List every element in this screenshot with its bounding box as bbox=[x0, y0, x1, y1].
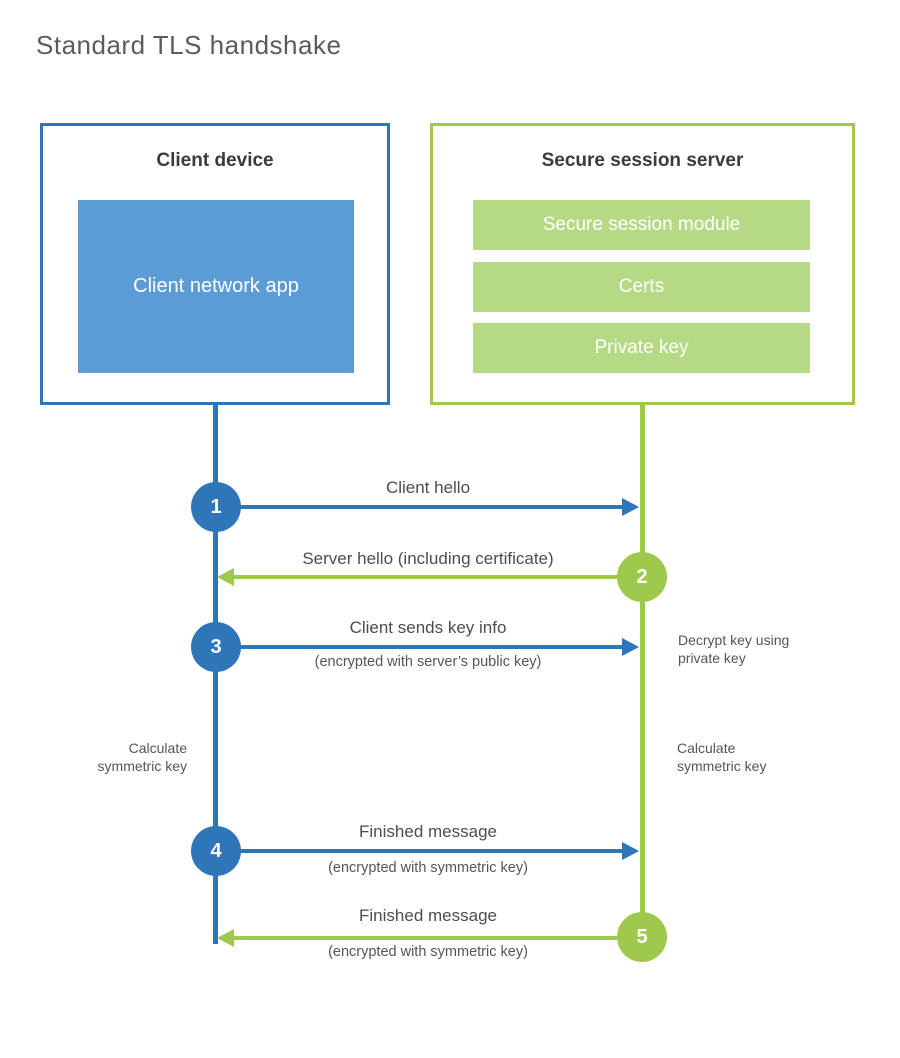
client-lifeline bbox=[213, 404, 218, 944]
server-module-secure-session: Secure session module bbox=[473, 200, 810, 250]
message-2-arrow-line bbox=[231, 575, 642, 579]
note-calculate-symmetric-key-client: Calculate symmetric key bbox=[97, 740, 187, 774]
message-3-arrow-line bbox=[216, 645, 622, 649]
message-5-label: Finished message bbox=[359, 906, 497, 925]
note-decrypt-key: Decrypt key using private key bbox=[678, 632, 790, 666]
message-1-arrow-line bbox=[216, 505, 622, 509]
step-5-badge: 5 bbox=[617, 912, 667, 962]
page-title: Standard TLS handshake bbox=[36, 30, 342, 60]
arrow-left-icon bbox=[217, 929, 234, 947]
client-network-app-box: Client network app bbox=[78, 200, 354, 373]
message-3-label: Client sends key info bbox=[349, 618, 507, 637]
server-title: Secure session server bbox=[541, 150, 744, 171]
server-lifeline bbox=[640, 404, 645, 938]
message-1-label: Client hello bbox=[385, 478, 471, 497]
arrow-right-icon bbox=[622, 842, 639, 860]
step-1-badge: 1 bbox=[191, 482, 241, 532]
message-2-label: Server hello (including certificate) bbox=[302, 549, 554, 568]
message-3-sublabel: (encrypted with server’s public key) bbox=[314, 654, 542, 670]
message-4-sublabel: (encrypted with symmetric key) bbox=[328, 860, 528, 876]
arrow-left-icon bbox=[217, 568, 234, 586]
message-5-arrow-line bbox=[231, 936, 642, 940]
client-device-title: Client device bbox=[156, 150, 274, 171]
arrow-right-icon bbox=[622, 638, 639, 656]
message-4-label: Finished message bbox=[359, 822, 497, 841]
arrow-right-icon bbox=[622, 498, 639, 516]
client-network-app-label: Client network app bbox=[133, 275, 299, 297]
message-4-arrow-line bbox=[216, 849, 622, 853]
note-calculate-symmetric-key-server: Calculate symmetric key bbox=[677, 740, 767, 774]
step-4-badge: 4 bbox=[191, 826, 241, 876]
step-3-badge: 3 bbox=[191, 622, 241, 672]
server-module-certs: Certs bbox=[473, 262, 810, 312]
step-2-badge: 2 bbox=[617, 552, 667, 602]
message-5-sublabel: (encrypted with symmetric key) bbox=[328, 944, 528, 960]
server-module-private-key: Private key bbox=[473, 323, 810, 373]
